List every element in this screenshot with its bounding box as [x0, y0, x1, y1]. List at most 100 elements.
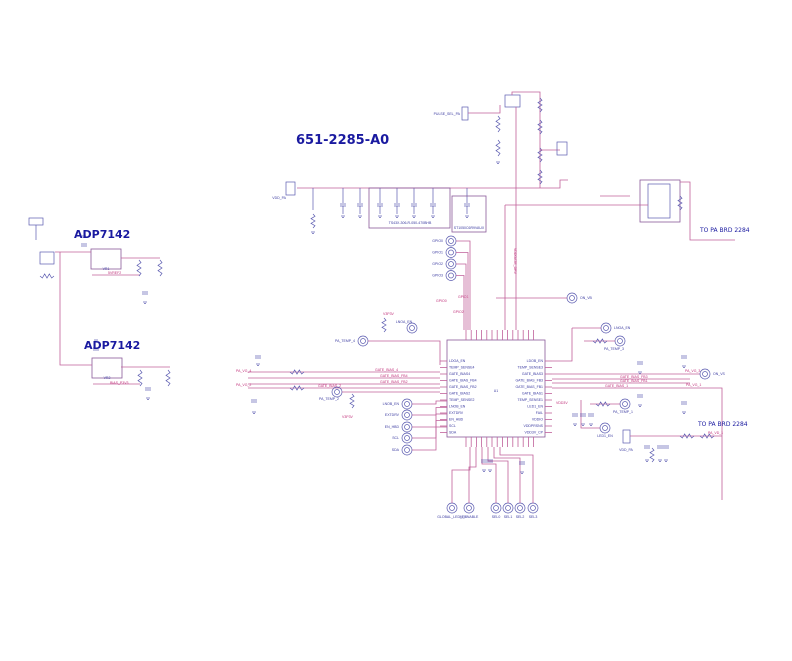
bottom-testpoint-2-inner — [493, 505, 499, 511]
pa-vg-1-label: PA_VG_1 — [686, 383, 701, 387]
vdd-pa-label: VDD_PA — [272, 196, 286, 200]
extdrv-testpoint-ring — [401, 409, 413, 421]
lnoa-en-right-testpoint-inner — [603, 325, 609, 331]
pa-temp-4-testpoint-ring — [357, 335, 369, 347]
bottom-testpoint-4-label: SEL2 — [516, 515, 525, 519]
bottom-testpoint-2-ring — [490, 502, 502, 514]
u1-right-pin-label: VDDIO — [532, 418, 543, 422]
led1-en-testpoint-ring — [599, 422, 611, 434]
bottom-wire — [499, 447, 534, 503]
gpio-wire — [456, 252, 469, 330]
lnoa-en-left-testpoint-label: LNOA_EN — [396, 320, 413, 324]
gpio-testpoint-1-inner — [448, 249, 454, 256]
input-fet — [39, 251, 55, 265]
u1-right-pin-label: TEMP_SENSE1 — [518, 398, 544, 402]
on-vs-testpoint-inner — [702, 371, 708, 377]
regulator-1-net: 5VREF2 — [108, 271, 121, 275]
r-led — [310, 213, 316, 229]
r-reg-fb — [137, 369, 143, 387]
lnoa-en-left-testpoint-ring — [406, 322, 418, 334]
reg-feed — [59, 252, 92, 366]
u1-left-pin-label: GATE_BIAS4 — [449, 372, 470, 376]
u1-right-pin-label: GATE_BIAS1 — [522, 392, 543, 396]
regulator-1-ref: VR1 — [103, 267, 110, 271]
sda-testpoint-label: SDA — [392, 448, 400, 452]
pa-temp-2-testpoint-ring — [331, 386, 343, 398]
gpio-testpoint-2-label: GPIO2 — [432, 262, 443, 266]
u1-left-pin-label: GATE_BIAS_FB4 — [449, 379, 477, 383]
lnoa-wire — [552, 328, 573, 362]
u1-left-pin-label: EN_HBD — [449, 418, 464, 422]
lnob_en-testpoint-ring — [401, 398, 413, 410]
gpio-testpoint-2-inner — [448, 261, 454, 267]
vdd-pa-lower-connector — [622, 429, 631, 444]
transistor-q1 — [504, 94, 521, 108]
r-vg2 — [289, 385, 305, 391]
u1-left-pin-label: LDOA_EN — [449, 359, 466, 363]
on-vb-testpoint-ring — [566, 292, 578, 304]
r-vd2 — [699, 433, 715, 439]
u1-right-pin-label: FAIL — [536, 411, 543, 415]
v3p3v-label-1: V3P3V — [383, 312, 395, 316]
u1-left-pin-label: EXTDRV — [449, 411, 464, 415]
pa-temp-3-testpoint-ring — [614, 335, 626, 347]
gpio-testpoint-0-inner — [448, 238, 454, 244]
u2-inner — [647, 183, 671, 219]
pa-vg-3-label: PA_VG_3 — [685, 369, 700, 373]
r-u2 — [677, 195, 683, 211]
u1-right-pin-label: VDD3V_CP — [525, 431, 544, 435]
cap-array-label: TS43X-306-R-050-470BHB — [389, 221, 432, 225]
u1-right-pin-label: LED1_EN — [527, 405, 543, 409]
regulator-1-chip — [90, 248, 122, 270]
sda-wire — [412, 426, 447, 451]
r-pulse-2 — [495, 139, 501, 157]
r-divider — [537, 119, 543, 135]
extdrv-testpoint-label: EXTDRV — [385, 413, 400, 417]
r-pulse-1 — [495, 115, 501, 133]
on-vs-testpoint-label: ON_VS — [713, 372, 726, 376]
r-temp4 — [381, 317, 387, 333]
u2-output — [680, 181, 735, 241]
bottom-testpoint-0-label: GLOBAL_LED_EN — [437, 515, 467, 519]
u1-left-pin-label: GATE_BIAS_FB2 — [449, 385, 477, 389]
v3p3v-label-2: V3P3V — [342, 415, 354, 419]
on-vb-testpoint-label: ON_VB — [580, 296, 593, 300]
u1-left-pin-label: TEMP_SENSE4 — [449, 366, 475, 370]
regulator-2-chip — [91, 357, 123, 379]
to-pa-board-label-1: TO PA BRD 2284 — [700, 227, 750, 234]
u2-chip — [639, 179, 681, 223]
gate-bias-2-label: GATE_BIAS_2 — [318, 384, 341, 388]
regulator-2-net: BIAS_P3V3 — [110, 381, 129, 385]
bottom-testpoint-5-ring — [527, 502, 539, 514]
gpio-wire — [456, 275, 465, 330]
bottom-wire — [493, 447, 521, 503]
gpio-testpoint-1-ring — [445, 247, 457, 258]
gate-bias-fb1-label: GATE_BIAS_FB1 — [620, 379, 648, 383]
led1-wire — [580, 400, 600, 429]
bottom-testpoint-3-label: SEL1 — [504, 515, 513, 519]
input-connector — [28, 217, 44, 226]
bottom-wire — [487, 447, 509, 503]
on-vb-testpoint-inner — [569, 295, 575, 301]
scl-wire — [412, 420, 447, 439]
gate-bias-fb2-label: GATE_BIAS_FB2 — [380, 380, 408, 384]
r-reg-fb — [165, 369, 171, 387]
u1-right-pin-label: GATE_BIAS_FB1 — [515, 385, 543, 389]
pa-temp-3-testpoint-label: PA_TEMP_3 — [604, 347, 624, 351]
lnoa-en-left-testpoint-inner — [409, 325, 415, 331]
bottom-testpoint-4-inner — [517, 505, 523, 511]
lnoa-en-right-testpoint-ring — [600, 322, 612, 334]
r-temp2 — [349, 393, 355, 409]
gpio-testpoint-3-inner — [448, 272, 454, 279]
r-divider — [537, 97, 543, 113]
bottom-testpoint-1-ring — [463, 502, 475, 514]
gpio-testpoint-2-ring — [445, 258, 457, 270]
gpio0-net: GPIO0 — [436, 299, 447, 303]
regulator-2-label: ADP7142 — [84, 339, 141, 352]
sda-testpoint-ring — [401, 444, 413, 456]
sda-testpoint-inner — [404, 447, 410, 453]
u1-left-pin-label: TEMP_SENSE2 — [449, 398, 475, 402]
r-reg-fb — [136, 259, 142, 277]
pa-temp-4-wire — [368, 340, 441, 365]
